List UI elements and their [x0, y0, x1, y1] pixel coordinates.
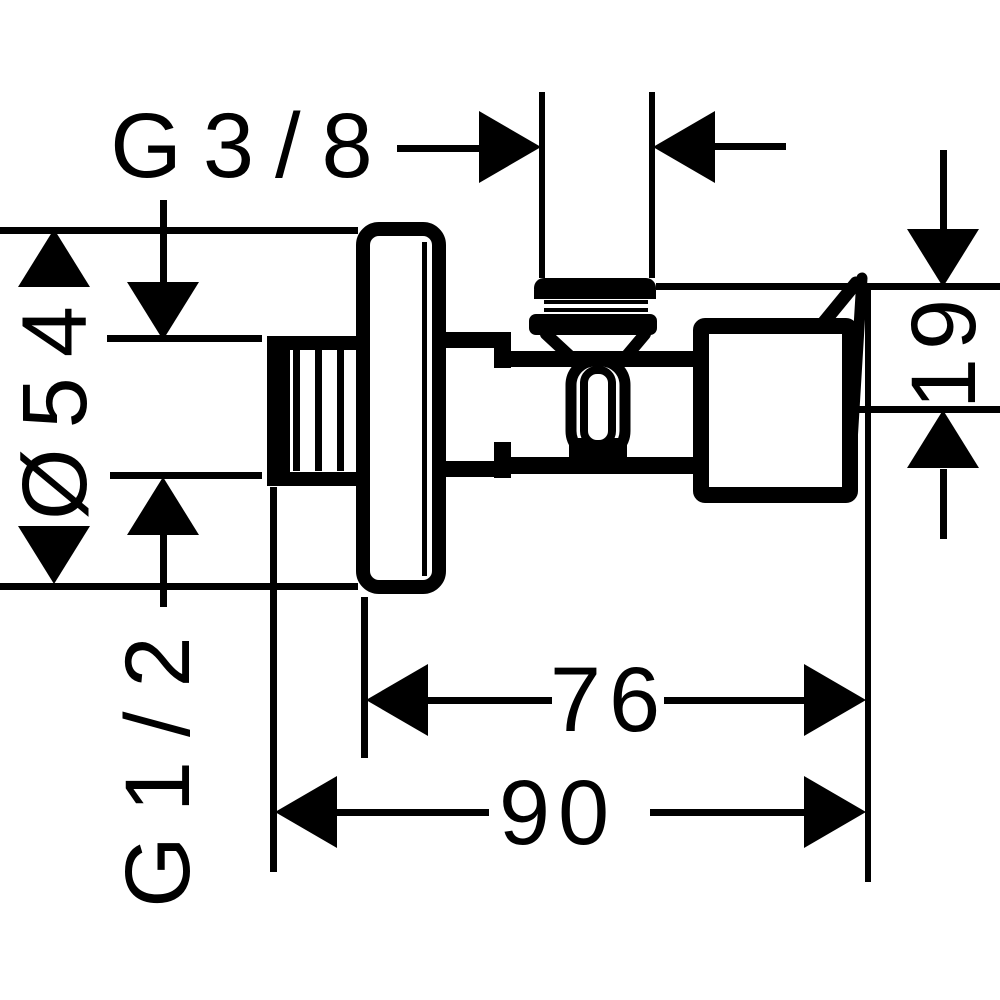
thread-line: [337, 348, 344, 471]
depth76-left-ext-line: [361, 597, 368, 758]
inlet-thread-label: G1/2: [107, 612, 209, 908]
depth90-left-ext-line: [270, 487, 277, 872]
hub-bottom-wall: [446, 461, 502, 477]
cap-thread-line: [544, 308, 648, 312]
lever-tip: [817, 276, 863, 329]
thread-line: [315, 348, 322, 471]
handle-knob: [693, 272, 868, 503]
lever-offset-top-ref-line: [656, 283, 1000, 290]
outlet-ext-line-right: [649, 92, 655, 278]
lever-offset-bottom-leader: [940, 469, 947, 539]
total-depth-label: 90: [498, 762, 618, 864]
nipple-chamfer: [267, 336, 290, 486]
escutcheon-bottom-ref-line: [0, 583, 358, 590]
escutcheon-plate: [356, 222, 446, 594]
inlet-top-ref-line: [107, 335, 262, 342]
outlet-connection-cap: [529, 278, 657, 335]
arrow-down-lever-offset: [907, 229, 979, 287]
outlet-thread-label: G3/8: [110, 95, 394, 197]
cap-thread-line: [544, 300, 648, 304]
escutcheon-diameter-label: Ø54: [4, 286, 106, 520]
lever-shaft: [843, 272, 868, 498]
inlet-leader-line: [160, 535, 167, 607]
stem-shoulder-right: [618, 328, 651, 365]
arrow-left-depth76: [366, 664, 428, 736]
arrow-right-depth90: [804, 776, 866, 848]
lever-offset-top-leader: [940, 150, 947, 229]
outlet-dim-line-left: [397, 145, 505, 152]
arrow-up-lever-offset: [907, 410, 979, 468]
escutcheon-outline: [356, 222, 446, 594]
escutcheon-top-ref-line: [0, 227, 358, 234]
arrow-right-outlet: [479, 111, 541, 183]
dimension-lines: [0, 92, 1000, 882]
outlet-dim-line-right: [715, 143, 786, 150]
lever-offset-label: 19: [893, 290, 995, 410]
lever-offset-bottom-ref-line: [853, 406, 1000, 413]
depth-to-lever-label: 76: [549, 649, 669, 751]
knob-outline: [693, 318, 858, 503]
depth90-dim-line-left: [337, 809, 489, 816]
stem-shoulder-left: [540, 328, 579, 365]
arrow-up-escutcheon: [18, 229, 90, 287]
escutcheon-inner-line: [422, 242, 427, 576]
thread-line: [293, 348, 300, 471]
spindle-slot: [580, 366, 616, 448]
arrow-left-depth90: [275, 776, 337, 848]
depth76-dim-line-right: [664, 697, 805, 704]
outlet-leader-line: [160, 200, 167, 284]
arrow-down-escutcheon: [18, 526, 90, 584]
depth76-dim-line-left: [428, 697, 552, 704]
arrow-down-inlet: [127, 282, 199, 340]
front-face-ext-line: [865, 283, 871, 882]
inlet-thread-nipple: [267, 336, 357, 486]
arrow-left-outlet: [653, 111, 715, 183]
arrow-right-depth76: [804, 664, 866, 736]
valve-stem: [540, 328, 651, 470]
outlet-ext-line-left: [539, 92, 545, 278]
cap-top-fill: [534, 290, 656, 299]
dimension-arrows: [18, 111, 979, 848]
depth90-dim-line-right: [650, 809, 805, 816]
cap-nut: [529, 314, 657, 335]
hub-top-wall: [446, 332, 502, 348]
arrow-up-inlet: [127, 477, 199, 535]
inlet-bottom-ref-line: [110, 472, 262, 479]
